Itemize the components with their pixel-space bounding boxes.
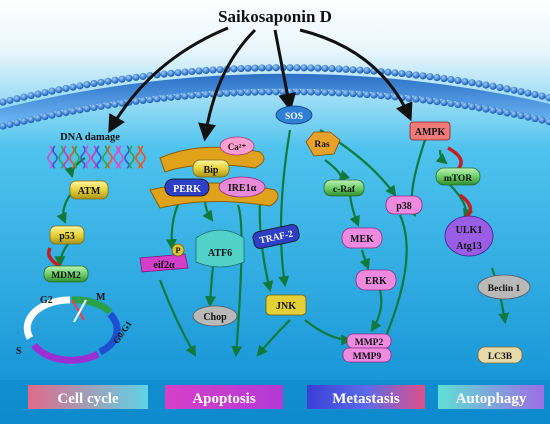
perk-node [164, 178, 210, 197]
category-autophagy-label: Autophagy [456, 391, 527, 407]
lc3b-node: LC3B [477, 346, 523, 364]
phospho-badge [171, 243, 185, 257]
dna-damage-label: DNA damage [60, 132, 120, 143]
bip-label: Bip [203, 165, 218, 176]
phospho-label: P [176, 246, 181, 255]
s-label: S [16, 346, 22, 357]
sos-node: SOS [275, 105, 313, 125]
ca-node [219, 136, 255, 156]
atf6-node: ATF6 [195, 229, 245, 268]
mdm2-node: MDM2 [43, 265, 89, 283]
eif2a-node: eif2α P [139, 243, 189, 273]
mek-node: MEK [341, 227, 383, 249]
atm-node: ATM [69, 180, 109, 200]
jnk-label: JNK [276, 301, 296, 312]
p53-label: p53 [59, 231, 75, 242]
drug-title: Saikosaponin D [218, 7, 332, 26]
chop-node: Chop [192, 305, 238, 327]
ire1a-label: IRE1α [228, 183, 257, 194]
mek-label: MEK [350, 234, 374, 245]
ampk-node: AMPK [409, 121, 451, 141]
er-complex: Ca²⁺ Bip PERK IRE1α [149, 136, 279, 209]
chop-label: Chop [203, 312, 227, 323]
mmp2-label: MMP2 [355, 338, 384, 348]
ras-node: Ras [305, 131, 341, 157]
category-apoptosis-label: Apoptosis [192, 391, 256, 407]
mmp9-label: MMP9 [353, 352, 382, 362]
ulk1-atg13-node: ULK1 Atg13 [444, 215, 494, 257]
p38-label: p38 [396, 201, 412, 212]
jnk-node: JNK [265, 294, 307, 316]
traf2-node: TRAF-2 [252, 224, 300, 249]
mmp-node: MMP2 MMP9 [342, 333, 392, 363]
p38-node: p38 [385, 195, 423, 215]
category-cell-cycle: Cell cycle [28, 385, 148, 409]
category-apoptosis: Apoptosis [165, 385, 283, 409]
ulk1-label: ULK1 [456, 225, 483, 236]
beclin1-label: Beclin 1 [488, 284, 521, 294]
category-metastasis-label: Metastasis [332, 391, 400, 407]
category-cell-cycle-label: Cell cycle [57, 391, 119, 407]
craf-label: c-Raf [333, 185, 356, 195]
mtor-node: mTOR [435, 167, 481, 186]
atg13-label: Atg13 [456, 241, 482, 252]
mtor-label: mTOR [444, 174, 472, 184]
ca-label: Ca²⁺ [228, 142, 247, 152]
m-label: M [96, 292, 106, 303]
cell-cycle-graphic: G2 M S G0/G1 [16, 292, 134, 364]
p53-node: p53 [49, 225, 85, 245]
cell-membrane [0, 64, 550, 130]
ire1a-node [218, 176, 266, 198]
perk-label: PERK [173, 184, 201, 195]
bip-node [192, 159, 230, 178]
eif2a-label: eif2α [153, 260, 175, 271]
beclin1-node: Beclin 1 [477, 274, 531, 300]
dna-damage-graphic: DNA damage [47, 132, 146, 169]
sos-label: SOS [285, 112, 303, 122]
atm-label: ATM [78, 186, 101, 197]
atf6-label: ATF6 [208, 248, 232, 259]
erk-label: ERK [365, 276, 387, 287]
erk-node: ERK [355, 269, 397, 291]
drug-arrows [108, 26, 413, 142]
category-autophagy: Autophagy [438, 385, 544, 409]
lc3b-label: LC3B [488, 352, 513, 362]
ampk-label: AMPK [415, 127, 446, 138]
craf-node: c-Raf [323, 179, 365, 197]
category-metastasis: Metastasis [307, 385, 425, 409]
mdm2-label: MDM2 [51, 271, 81, 281]
ras-label: Ras [314, 140, 330, 150]
g2-label: G2 [40, 295, 53, 306]
